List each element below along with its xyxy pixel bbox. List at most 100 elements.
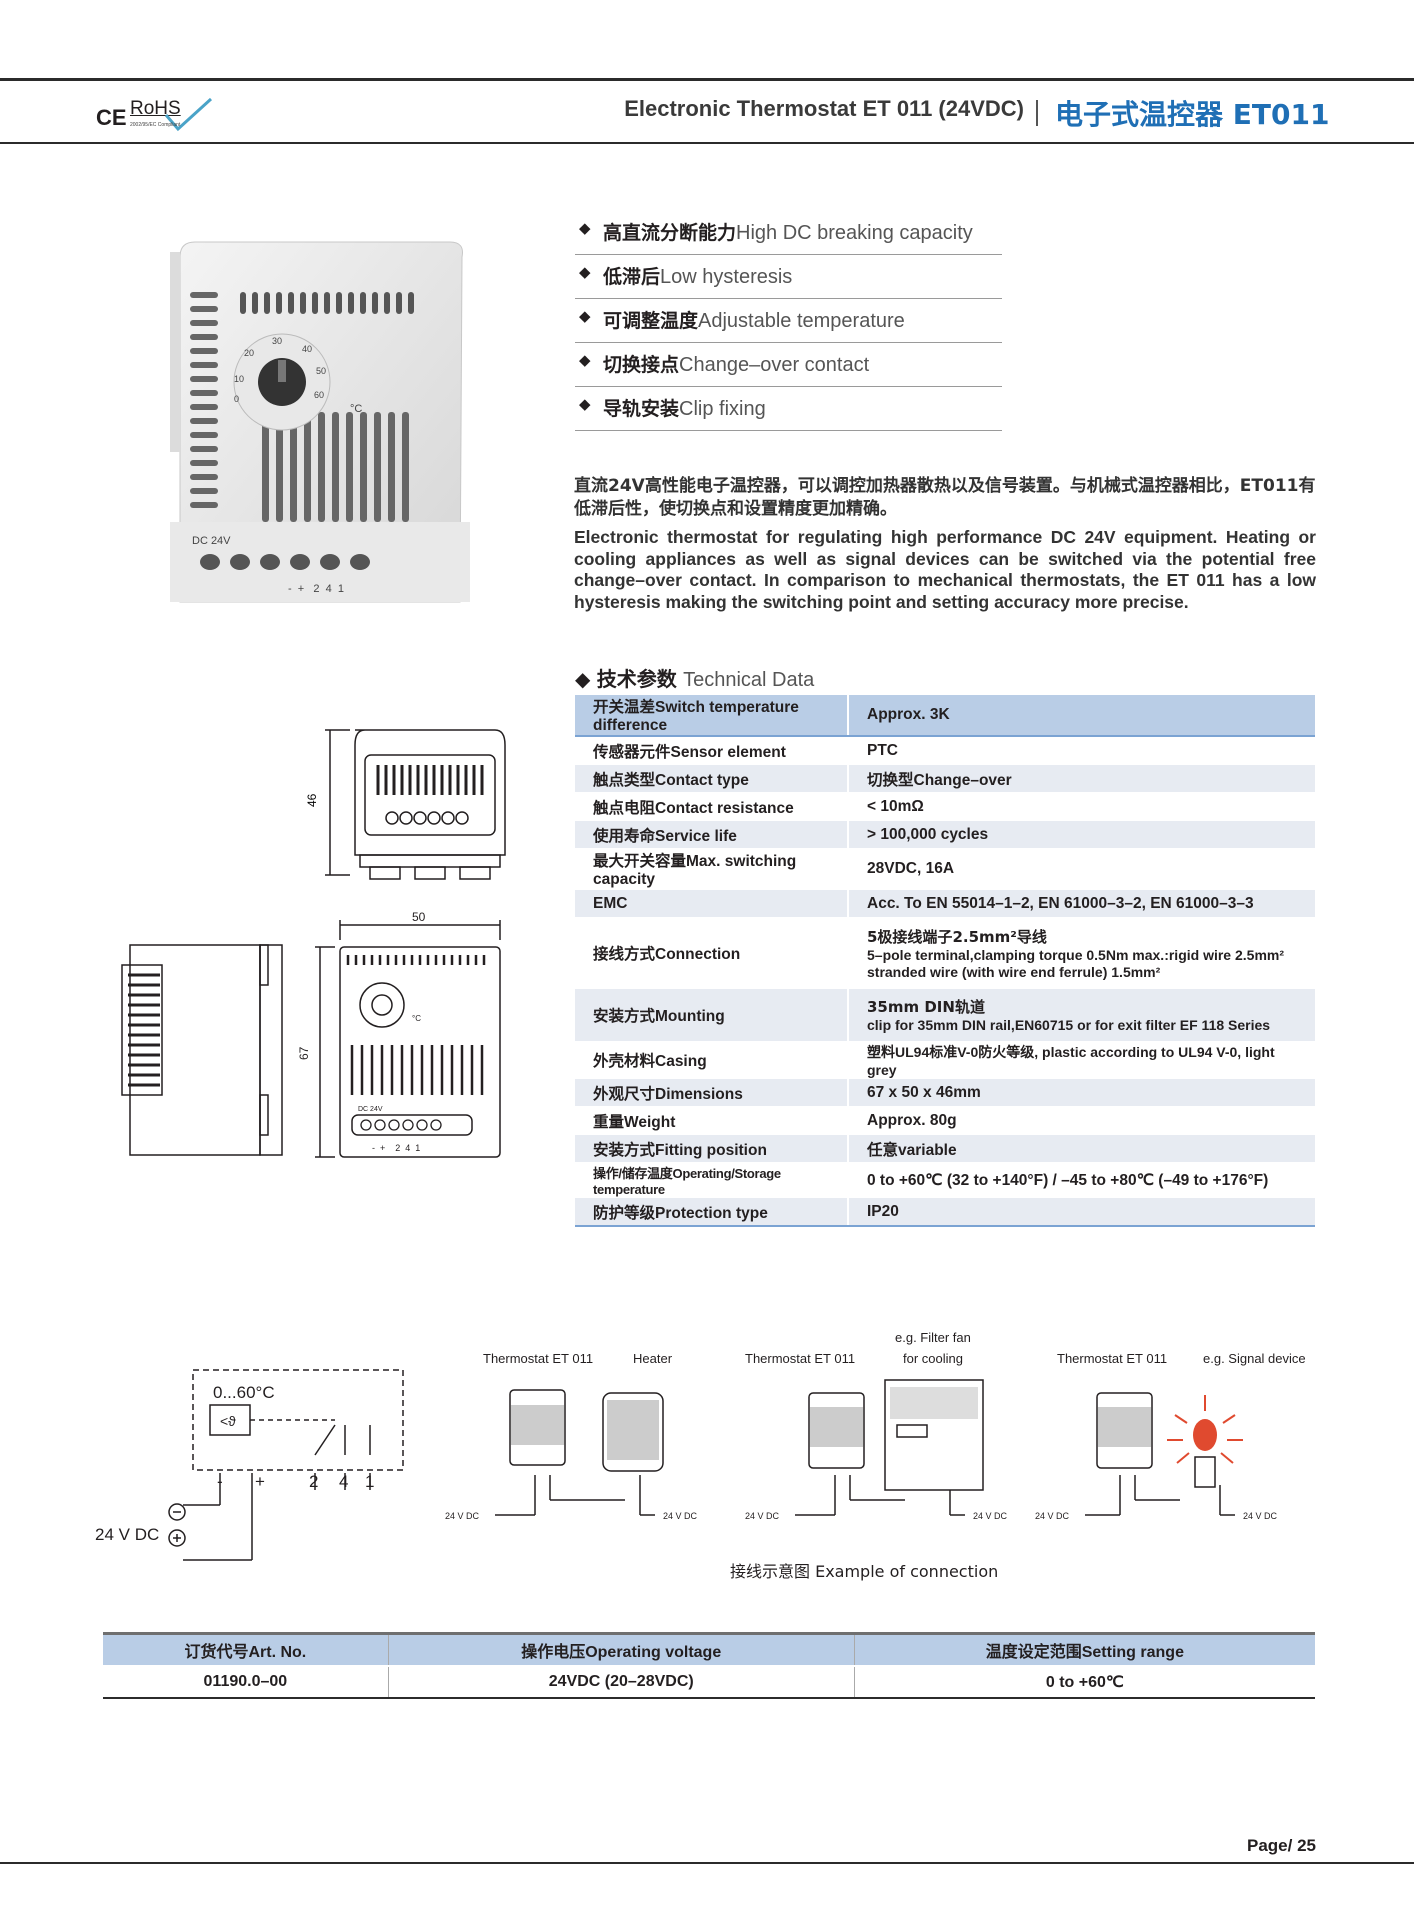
terminal-label: - [217,1472,223,1491]
tech-value: 67 x 50 x 46mm [848,1078,1315,1107]
diamond-bullet-icon: ◆ [579,219,591,237]
tech-key: 外壳材料Casing [575,1041,849,1079]
page-number: Page/ 25 [1247,1836,1316,1855]
feature-item: ◆ 低滞后Low hysteresis [575,256,1002,299]
dial-mark: 50 [316,366,326,376]
feature-cn: 切换接点 [603,354,680,376]
tech-value: Approx. 3K [848,695,1315,737]
supply-label-small: 24 V DC [745,1511,780,1521]
feature-item: ◆ 导轨安装Clip fixing [575,388,1002,431]
tech-value: > 100,000 cycles [848,820,1315,849]
tech-value: 0 to +60℃ (32 to +140°F) / –45 to +80℃ (… [848,1162,1315,1198]
drawing-terminal-marks: - + 2 4 1 [372,1143,420,1153]
feature-item: ◆ 可调整温度Adjustable temperature [575,300,1002,343]
drawing-dc-label: DC 24V [358,1106,383,1113]
signal-light-icon [1167,1395,1243,1464]
diamond-bullet-icon: ◆ [579,263,591,281]
title-separator [1036,100,1038,126]
column-header: 订货代号Art. No. [103,1632,389,1667]
table-row: 使用寿命Service life> 100,000 cycles [575,820,1315,849]
tech-value: PTC [848,736,1315,765]
feature-item: ◆ 切换接点Change–over contact [575,344,1002,387]
dial-mark: 60 [314,390,324,400]
tech-value-line: 5–pole terminal,clamping torque 0.5Nm ma… [867,946,1285,963]
tech-value-line: 35mm DIN轨道 [867,998,985,1016]
svg-text:<ϑ: <ϑ [220,1413,236,1429]
tech-value: IP20 [848,1197,1315,1227]
dial-unit: °C [350,403,362,415]
tech-title-cn: 技术参数 [596,667,677,691]
terminal-label: 1 [365,1472,374,1491]
dim-width: 50 [412,910,426,924]
dimension-drawing: 46 50 [121,729,506,1158]
diamond-bullet-icon: ◆ [575,667,597,691]
column-header: 温度设定范围Setting range [854,1632,1315,1667]
header-bottom-rule [0,142,1414,144]
column-header: 操作电压Operating voltage [387,1632,855,1667]
tech-value-multi: 35mm DIN轨道 clip for 35mm DIN rail,EN6071… [848,988,1315,1042]
feature-en: Change–over contact [679,354,870,376]
rohs-check-icon [164,97,213,132]
rohs-mark: RoHS [130,98,181,119]
dial-mark: 30 [272,336,282,346]
supply-label-small: 24 V DC [1243,1511,1278,1521]
description-cn: 直流24V高性能电子温控器，可以调控加热器散热以及信号装置。与机械式温控器相比，… [574,476,1316,519]
tech-key: 触点类型Contact type [575,764,849,793]
tech-key: 最大开关容量Max. switching capacity [575,848,849,890]
dc-label: DC 24V [192,535,231,547]
feature-cn: 高直流分断能力 [603,222,737,244]
tech-value-line: stranded wire (with wire end ferrule) 1.… [867,963,1161,980]
diamond-bullet-icon: ◆ [579,351,591,369]
tech-key: 重量Weight [575,1106,849,1135]
dial-mark: 20 [244,348,254,358]
description-en: Electronic thermostat for regulating hig… [574,527,1316,612]
tech-value: Acc. To EN 55014–1–2, EN 61000–3–2, EN 6… [848,889,1315,918]
diagram-thermostat-label: Thermostat ET 011 [483,1351,593,1366]
diagram-device-label: Heater [633,1351,673,1366]
diamond-bullet-icon: ◆ [579,395,591,413]
operating-voltage: 24VDC (20–28VDC) [387,1666,855,1699]
tech-key: 外观尺寸Dimensions [575,1078,849,1107]
page-title-cn: 电子式温控器 ET011 [1055,98,1330,131]
feature-cn: 导轨安装 [603,398,680,420]
tech-key: 传感器元件Sensor element [575,736,849,765]
wiring-diagrams: 0...60°C <ϑ 24 V DC - + 2 4 1 Thermostat… [95,1330,1306,1561]
diagram-thermostat-label: Thermostat ET 011 [1057,1351,1167,1366]
feature-en: High DC breaking capacity [736,222,973,244]
tech-value: 切换型Change–over [848,764,1315,793]
connection-caption: 接线示意图 Example of connection [730,1562,999,1581]
header-top-rule [0,78,1414,81]
tech-value: 塑料UL94标准V-0防火等级, plastic according to UL… [848,1041,1315,1079]
table-row: 安装方式Mounting 35mm DIN轨道 clip for 35mm DI… [575,988,1315,1042]
terminal-label: 4 [339,1472,348,1491]
supply-label-small: 24 V DC [663,1511,698,1521]
product-image: 0 10 20 30 40 50 60 °C DC 24V - + 2 4 1 [170,241,470,603]
terminal-label: 2 [309,1472,318,1491]
tech-value-line: clip for 35mm DIN rail,EN60715 or for ex… [867,1017,1271,1033]
terminal-marks: - + 2 4 1 [288,583,344,595]
schematic-supply: 24 V DC [95,1525,159,1544]
table-header-row: 订货代号Art. No. 操作电压Operating voltage 温度设定范… [103,1632,1315,1667]
footer-rule [0,1862,1414,1864]
article-number: 01190.0–00 [103,1666,389,1699]
table-row: 01190.0–00 24VDC (20–28VDC) 0 to +60℃ [103,1666,1315,1699]
order-table: 订货代号Art. No. 操作电压Operating voltage 温度设定范… [103,1632,1315,1699]
supply-label-small: 24 V DC [445,1511,480,1521]
feature-en: Low hysteresis [660,266,793,288]
table-row: 触点电阻Contact resistance< 10mΩ [575,792,1315,821]
dial-mark: 10 [234,374,244,384]
dial-mark: 40 [302,344,312,354]
page-title-en: Electronic Thermostat ET 011 (24VDC) [624,96,1024,121]
feature-list: ◆ 高直流分断能力High DC breaking capacity ◆ 低滞后… [575,212,1002,432]
dim-top-height: 46 [305,793,319,807]
diagram-device-label: for cooling [903,1351,963,1366]
diagram-device-label: e.g. Filter fan [895,1330,971,1345]
